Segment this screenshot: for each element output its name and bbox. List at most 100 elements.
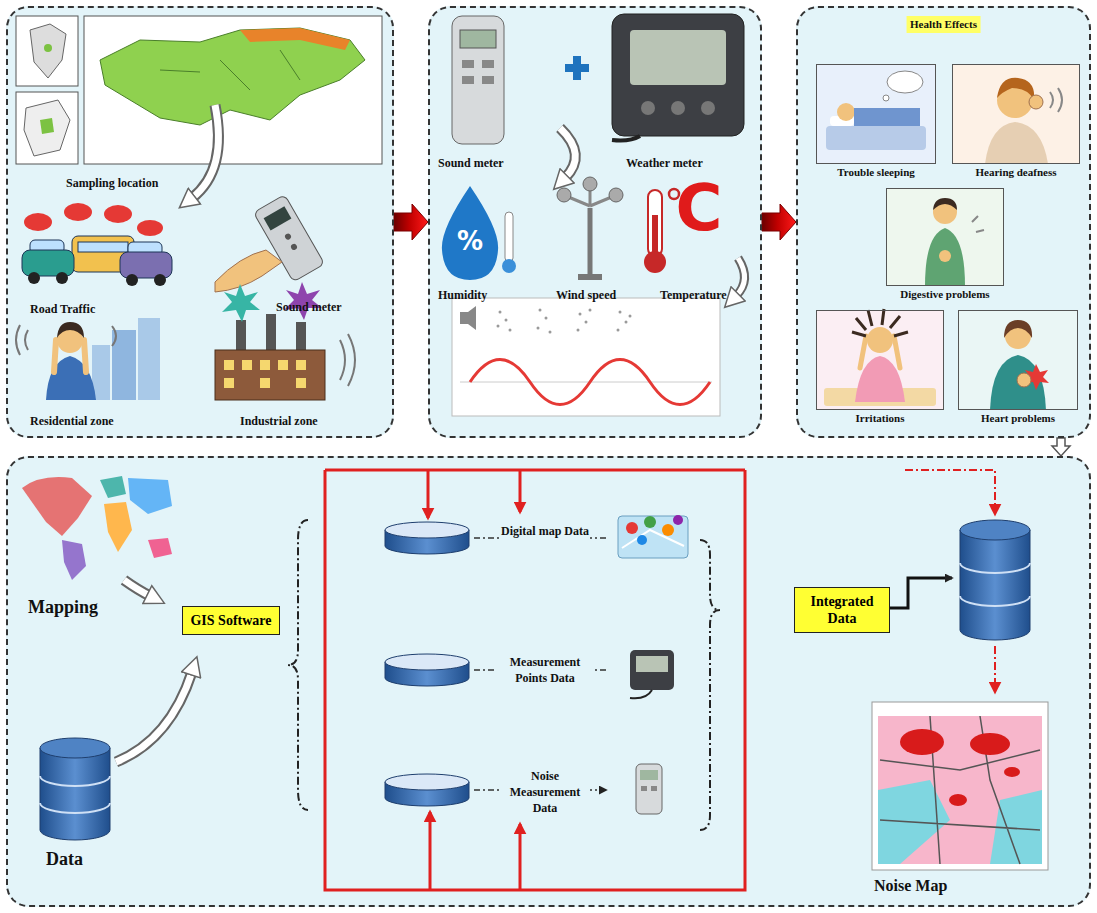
noise-map-image: [872, 702, 1048, 870]
block-arrow: [762, 204, 796, 240]
road-traffic-icon: [126, 274, 138, 286]
feedback-loop: [325, 470, 745, 890]
anemometer-icon: [557, 177, 623, 280]
location-map: [240, 28, 350, 50]
sound-wave-figure: [629, 315, 632, 318]
flow-arrow: [560, 128, 575, 178]
panel-fill: [428, 6, 762, 438]
sound-wave-figure: [537, 327, 540, 330]
flow-arrow: [736, 258, 745, 296]
map-pins-icon: [618, 516, 688, 558]
panel-caption: Sampling location: [66, 176, 158, 191]
sound-wave-figure: [499, 311, 502, 314]
sound-meter-icon: [452, 16, 504, 144]
database-cylinder: [960, 520, 1030, 640]
road-traffic-icon: [120, 252, 172, 278]
factory-icon: [215, 350, 325, 400]
hearing-figure: [1029, 95, 1043, 109]
road-traffic-icon: [154, 274, 166, 286]
image-caption: Irritations: [856, 411, 905, 425]
panel-region: Health EffectsTrouble sleepingHearing de…: [796, 6, 1091, 438]
weather-meter-icon: [612, 14, 744, 136]
location-map: [16, 92, 78, 164]
panel-caption: Data: [46, 848, 83, 870]
factory-icon: [296, 360, 306, 370]
plus-symbol: [565, 56, 589, 80]
feedback-loop: [427, 470, 430, 518]
sound-meter-icon: [482, 60, 494, 68]
location-map: [16, 16, 78, 86]
humidity-icon: [442, 186, 516, 280]
anemometer-icon: [609, 188, 623, 202]
road-traffic-icon: [64, 203, 92, 221]
sound-wave-figure: [497, 309, 632, 334]
box-label: Integrated Data: [802, 593, 882, 627]
world-map: [100, 476, 126, 498]
flow-arrow: [192, 105, 218, 198]
thermometer-icon: [669, 189, 679, 199]
hearing-figure: [952, 64, 1080, 164]
heart-figure: [958, 310, 1078, 410]
panel-caption: Temperature: [660, 288, 727, 303]
world-map: [62, 540, 86, 580]
image-frame: Heart problems: [958, 310, 1078, 410]
world-map: [22, 477, 92, 536]
flow-arrow: [192, 105, 218, 198]
sleeping-figure: [837, 103, 855, 121]
thermometer-icon: [652, 215, 658, 257]
road-traffic-icon: [137, 220, 163, 236]
road-traffic-icon: [104, 205, 132, 223]
sound-wave-figure: [617, 329, 620, 332]
location-map: [100, 28, 365, 125]
panel-caption: Sound meter: [438, 156, 504, 171]
sound-meter-icon: [641, 786, 647, 791]
weather-meter-icon: [630, 690, 652, 698]
digestive-figure: [972, 216, 984, 232]
road-traffic-icon: [28, 272, 40, 284]
database-cylinder: [960, 530, 1030, 640]
sound-wave-figure: [505, 319, 508, 322]
image-caption: Hearing deafness: [976, 165, 1057, 179]
sleeping-figure: [854, 108, 920, 126]
heart-figure: [958, 310, 1078, 410]
sound-meter-icon: [462, 60, 474, 68]
flow-arrow: [192, 105, 218, 198]
hand-sound-meter: [284, 232, 292, 240]
data-label: Noise Measurement Data: [500, 768, 590, 816]
image-frame: Digestive problems: [886, 188, 1004, 286]
brace: [288, 520, 720, 830]
residential-icon: [16, 318, 160, 400]
hand-sound-meter: [264, 206, 292, 230]
data-label: Measurement Points Data: [495, 654, 595, 686]
database-cylinder: [40, 776, 110, 813]
noise-map-image: [878, 716, 1042, 864]
factory-icon: [236, 320, 246, 352]
weather-meter-icon: [630, 30, 726, 85]
data-cylinder: [385, 654, 469, 686]
factory-icon: [260, 378, 270, 388]
feedback-loop: [519, 824, 522, 890]
residential-icon: [16, 325, 116, 355]
sound-meter-icon: [482, 76, 494, 84]
sleeping-figure: [816, 64, 936, 164]
sound-wave-figure: [452, 298, 720, 416]
factory-icon: [215, 282, 355, 400]
feedback-loop: [429, 812, 432, 890]
weather-meter-icon: [612, 136, 640, 141]
panel-region: MappingDataNoise MapGIS SoftwareIntegrat…: [6, 456, 1091, 907]
world-map: [148, 538, 172, 558]
map-pins-icon: [618, 515, 688, 558]
image-frame: Irritations: [816, 310, 944, 410]
noise-map-image: [970, 733, 1010, 755]
factory-icon: [266, 314, 276, 352]
box-label: GIS Software: [190, 612, 271, 629]
process-box: Integrated Data: [794, 587, 890, 633]
panel-region: Sampling locationRoad TrafficSound meter…: [6, 6, 394, 438]
hand-sound-meter: [290, 243, 298, 251]
sound-wave-figure: [549, 331, 552, 334]
image-caption: Digestive problems: [900, 287, 989, 301]
database-cylinder: [960, 520, 1030, 540]
factory-icon: [278, 360, 288, 370]
symbol-label: C: [674, 176, 724, 240]
